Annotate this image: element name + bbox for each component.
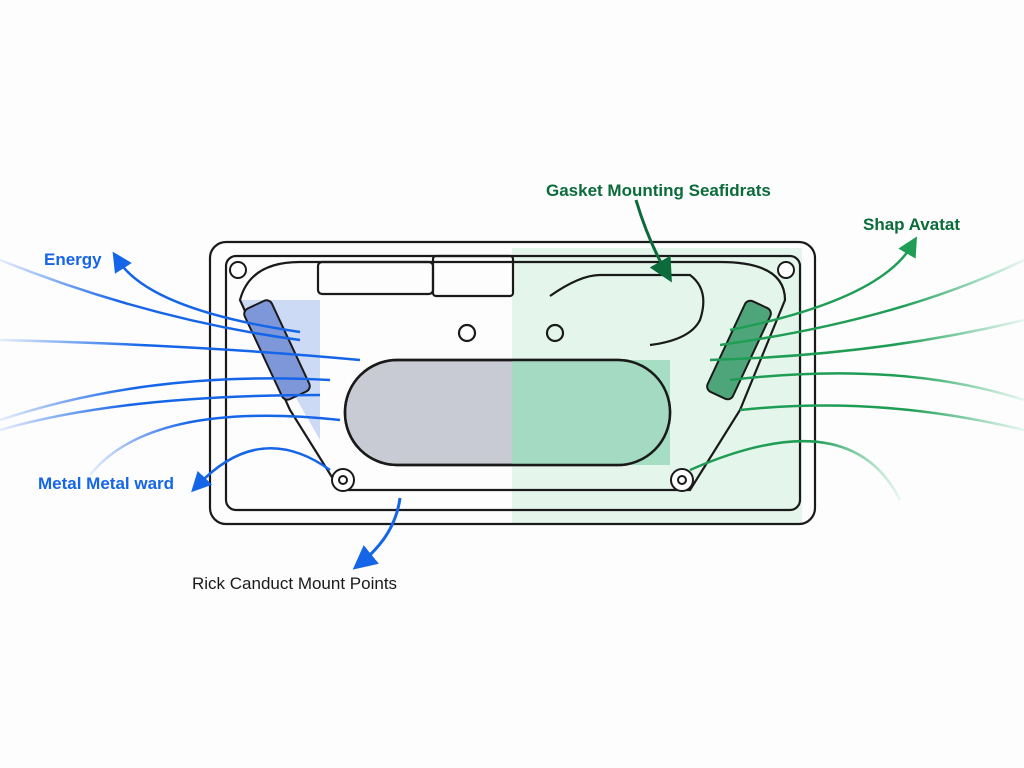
blue-flow-lines [0,258,361,476]
energy-label: Energy [44,250,102,269]
gasket-arrow [634,199,672,283]
metal-ward-label: Metal Metal ward [38,474,175,493]
mount-point [777,261,795,279]
mount-points-arrow [352,497,402,570]
green-flow-lines [689,258,1024,501]
gasket-window-green [512,360,670,465]
shap-arrow [729,236,918,332]
gasket-label: Gasket Mounting Seafidrats [546,181,771,200]
energy-arrow [112,251,301,334]
mount-points [229,261,795,492]
mount-point [229,261,247,279]
metal-ward-arrow [191,447,331,493]
shap-label: Shap Avatat [863,215,960,234]
mount-points-label: Rick Canduct Mount Points [192,574,398,593]
enclosure-outline [208,240,817,526]
